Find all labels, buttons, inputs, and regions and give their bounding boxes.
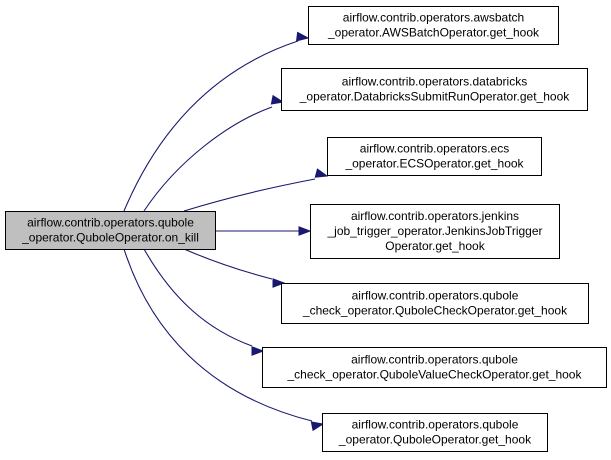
call-edge-2 xyxy=(143,106,273,212)
call-edge-6 xyxy=(143,248,253,347)
call-edge-1 xyxy=(123,40,299,212)
target-node-6-label-line: _check_operator.QuboleValueCheckOperator… xyxy=(287,368,583,382)
target-node-6-label-line: airflow.contrib.operators.qubole xyxy=(351,353,518,367)
target-node-4-label-line: airflow.contrib.operators.jenkins xyxy=(351,209,519,223)
target-node-2[interactable]: airflow.contrib.operators.databricks_ope… xyxy=(281,68,588,111)
arrowhead-1 xyxy=(295,31,310,42)
target-node-6-box xyxy=(262,347,607,388)
target-node-1-box xyxy=(308,6,559,45)
target-node-7-box xyxy=(322,413,548,452)
target-node-2-box xyxy=(281,68,588,111)
target-node-6[interactable]: airflow.contrib.operators.qubole_check_o… xyxy=(262,347,607,388)
call-edge-3 xyxy=(183,178,316,212)
arrowhead-4 xyxy=(298,226,312,236)
target-node-3-label-line: airflow.contrib.operators.ecs xyxy=(360,142,509,156)
target-node-5-label-line: airflow.contrib.operators.qubole xyxy=(352,289,519,303)
arrowhead-7 xyxy=(310,421,325,432)
call-edge-5 xyxy=(183,248,273,280)
source-node-label-line: airflow.contrib.operators.qubole xyxy=(27,216,194,230)
target-node-5[interactable]: airflow.contrib.operators.qubole_check_o… xyxy=(281,283,589,324)
target-node-7[interactable]: airflow.contrib.operators.qubole_operato… xyxy=(322,413,548,452)
source-node-label-line: _operator.QuboleOperator.on_kill xyxy=(21,231,199,245)
arrowhead-2 xyxy=(270,94,285,105)
target-node-1-label-line: _operator.AWSBatchOperator.get_hook xyxy=(327,26,540,40)
target-node-2-label-line: _operator.DatabricksSubmitRunOperator.ge… xyxy=(299,90,570,104)
target-node-3-label-line: _operator.ECSOperator.get_hook xyxy=(344,157,524,171)
target-node-2-label-line: airflow.contrib.operators.databricks xyxy=(342,75,527,89)
target-node-1-label-line: airflow.contrib.operators.awsbatch xyxy=(343,11,524,25)
target-node-4-box xyxy=(310,204,560,259)
target-node-7-label-line: _operator.QuboleOperator.get_hook xyxy=(338,433,532,447)
target-node-5-box xyxy=(281,283,589,324)
function-nodes: airflow.contrib.operators.qubole_operato… xyxy=(5,6,607,452)
arrowhead-6 xyxy=(251,346,265,356)
target-node-4-label-line: Operator.get_hook xyxy=(385,239,485,253)
source-node[interactable]: airflow.contrib.operators.qubole_operato… xyxy=(5,211,216,250)
arrowhead-5 xyxy=(272,278,286,288)
arrowhead-3 xyxy=(314,168,329,178)
target-node-4-label-line: _job_trigger_operator.JenkinsJobTrigger xyxy=(326,224,542,238)
call-edges xyxy=(123,31,329,432)
target-node-1[interactable]: airflow.contrib.operators.awsbatch_opera… xyxy=(308,6,559,45)
source-node-box xyxy=(5,211,216,250)
target-node-3[interactable]: airflow.contrib.operators.ecs_operator.E… xyxy=(327,137,542,176)
target-node-7-label-line: airflow.contrib.operators.qubole xyxy=(352,418,519,432)
call-edge-7 xyxy=(123,248,313,422)
target-node-3-box xyxy=(327,137,542,176)
target-node-5-label-line: _check_operator.QuboleCheckOperator.get_… xyxy=(302,304,568,318)
target-node-4[interactable]: airflow.contrib.operators.jenkins_job_tr… xyxy=(310,204,560,259)
